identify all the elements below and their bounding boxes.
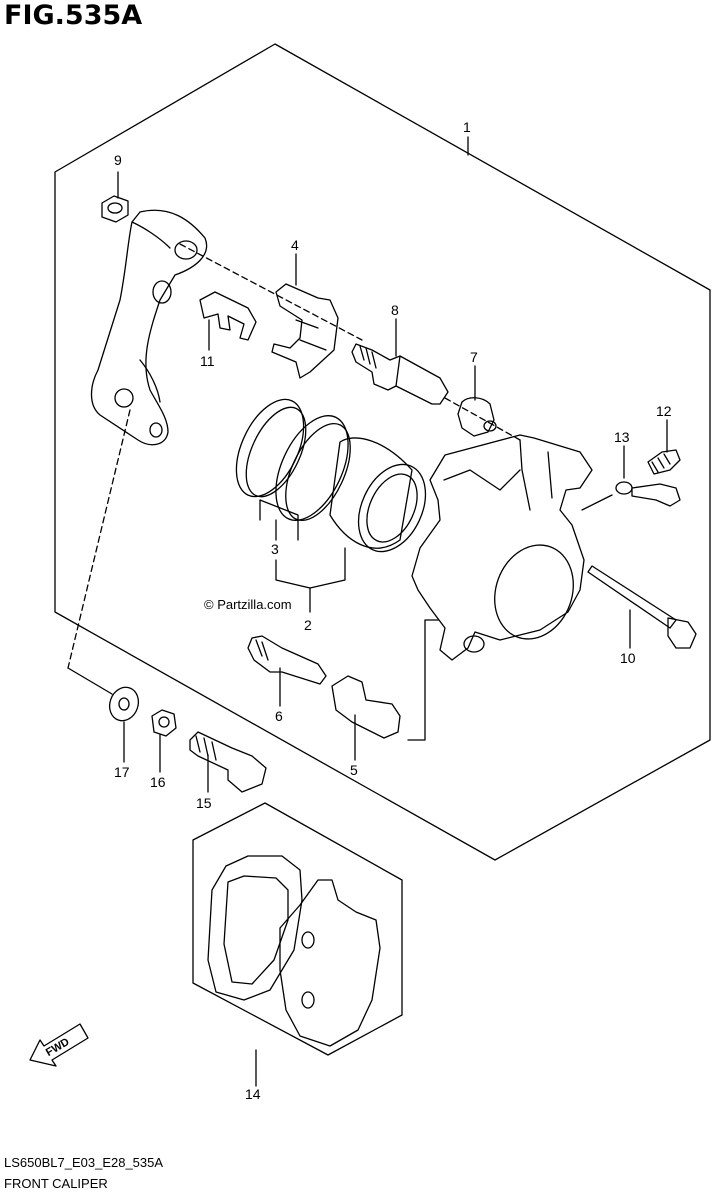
callout-6: 6 bbox=[275, 708, 283, 724]
callout-14: 14 bbox=[245, 1086, 261, 1102]
callout-7: 7 bbox=[470, 349, 478, 365]
pad-spring-part-4 bbox=[271, 283, 339, 379]
callout-1: 1 bbox=[463, 119, 471, 135]
callout-10: 10 bbox=[620, 650, 636, 666]
callout-8: 8 bbox=[391, 302, 399, 318]
pad-retainer-part-11 bbox=[199, 291, 257, 341]
callout-4: 4 bbox=[291, 237, 299, 253]
bleeder-part-12 bbox=[647, 449, 681, 475]
callout-16: 16 bbox=[150, 774, 166, 790]
callout-2: 2 bbox=[304, 617, 312, 633]
washer-part-17 bbox=[108, 686, 140, 722]
callout-3: 3 bbox=[271, 541, 279, 557]
piston-part-2 bbox=[329, 437, 427, 553]
slide-pin-part-8 bbox=[351, 343, 449, 405]
bolt-part-10 bbox=[587, 565, 697, 649]
callout-11: 11 bbox=[200, 353, 215, 369]
bolt-part-15 bbox=[189, 731, 267, 793]
brake-pads-part-14 bbox=[207, 855, 381, 1047]
figure-title: FIG.535A bbox=[4, 0, 143, 31]
nut-part-16 bbox=[151, 709, 177, 737]
boot-part-5 bbox=[331, 675, 401, 739]
piston-seal-part-3 bbox=[235, 398, 351, 522]
nut-part-9 bbox=[101, 195, 129, 223]
callout-labels: 1 2 3 4 5 6 7 8 9 10 11 12 13 14 15 16 1… bbox=[114, 119, 672, 1102]
boot-part-7 bbox=[457, 397, 497, 437]
leader-lines bbox=[67, 136, 668, 1087]
watermark-text: © Partzilla.com bbox=[204, 597, 292, 612]
callout-5: 5 bbox=[350, 762, 358, 778]
clip-part-13 bbox=[615, 481, 681, 507]
fwd-label: FWD bbox=[44, 1036, 72, 1059]
assembly-outline-1 bbox=[54, 43, 711, 861]
slide-pin-part-6 bbox=[247, 635, 327, 685]
caliper-body bbox=[411, 434, 593, 661]
callout-12: 12 bbox=[656, 403, 672, 419]
callout-13: 13 bbox=[614, 429, 630, 445]
callout-9: 9 bbox=[114, 152, 122, 168]
caliper-bracket bbox=[90, 209, 208, 446]
callout-17: 17 bbox=[114, 764, 130, 780]
forward-arrow-icon bbox=[29, 1023, 89, 1067]
model-code: LS650BL7_E03_E28_535A bbox=[4, 1155, 164, 1170]
callout-15: 15 bbox=[196, 795, 212, 811]
figure-name: FRONT CALIPER bbox=[4, 1176, 108, 1191]
pad-set-outline-14 bbox=[192, 802, 403, 1056]
